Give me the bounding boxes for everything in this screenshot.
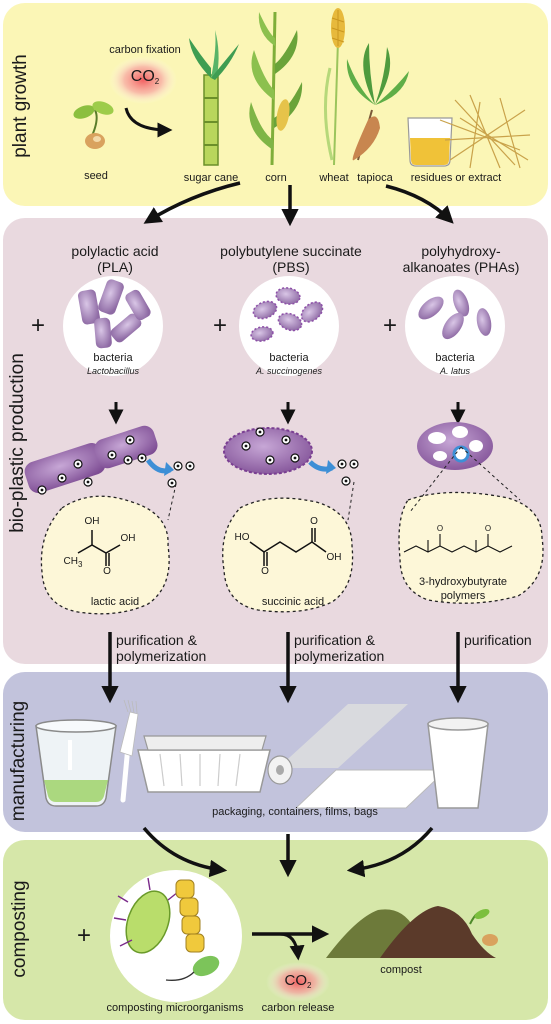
wheat-icon [324,8,345,166]
crop-label-residues: residues or extract [410,172,502,184]
seed-icon [73,101,114,149]
pbs-title-line1: polybutylene succinate [220,243,362,259]
hydroxybutyrate-label-line1: 3-hydroxybutyrate [418,576,508,588]
products-caption: packaging, containers, films, bags [212,806,378,818]
crop-label-corn: corn [265,172,287,184]
plus-sign-pla: + [30,312,45,339]
plus-sign-pha: + [382,312,397,339]
arrow-to-compost-right [346,826,434,878]
section-label-composting: composting [9,880,30,978]
section-label-manufacturing: manufacturing [8,700,29,822]
co2-glow [109,56,177,104]
pha-title-line1: polyhydroxy- [421,243,501,259]
pbs-step-line1: purification & [294,632,375,648]
lactobacillus-icon [77,279,151,349]
succinic-acid-label: succinic acid [261,596,325,608]
pha-step-line1: purification [464,632,532,648]
pla-step-line1: purification & [116,632,197,648]
pha-species-label: A. latus [439,366,470,376]
section-label-bio-plastic-production: bio-plastic production [7,353,28,533]
pla-title-line2: (PLA) [97,259,133,275]
arrow-to-pha [385,184,454,224]
lactic-acid-structure [77,530,121,566]
microorganisms-icon [113,877,220,981]
film-roll-icon [267,704,448,809]
sugar-cane-icon [189,30,239,166]
lactic-ch3: CH3 [62,556,84,569]
succinic-acid-structure [249,528,327,566]
residues-beaker-icon [407,94,531,169]
compost-co2-text: CO [284,972,308,989]
succinic-acid-blob [222,497,354,613]
pla-export-molecules [167,461,195,488]
lactic-ch-text: CH [63,556,78,567]
foam-cup-icon [427,717,489,809]
lactic-o-lower: O [103,566,111,577]
pha-bacteria-label: bacteria [435,352,475,364]
carbon-fixation-label: carbon fixation [109,44,181,56]
seed-label: seed [84,170,108,182]
succinic-o-upper: O [310,516,318,527]
pbs-title-line2: (PBS) [272,259,310,275]
lactic-oh-right: OH [120,533,136,544]
microorganisms-label: composting microorganisms [106,1002,244,1014]
pha-title-line2: alkanoates (PHAs) [402,259,520,275]
lactic-oh-upper: OH [84,516,100,527]
fork-icon [119,699,139,803]
composting-plus-sign: + [76,922,91,949]
hydroxybutyrate-label-line2: polymers [440,590,486,602]
phb-o-2: O [484,524,492,533]
section-label-plant-growth: plant growth [10,54,31,158]
co2-label: CO2 [120,68,170,86]
pbs-species-label: A. succinogenes [255,366,323,376]
corn-icon [249,11,303,166]
crop-label-tapioca: tapioca [357,172,393,184]
latus-cell [417,422,493,470]
phb-o-1: O [436,524,444,533]
container-tray-icon [137,735,271,793]
clear-cup-icon [35,719,117,807]
carbon-release-arrow [279,932,305,961]
pla-title-line1: polylactic acid [71,243,159,259]
succinic-oh: OH [326,552,342,563]
tapioca-icon [346,43,409,161]
compost-co2-subscript: 2 [307,981,312,990]
hydroxybutyrate-structure [403,534,513,553]
compost-pile-icon [326,906,498,958]
succinic-o-lower: O [261,566,269,577]
pla-species-label: Lactobacillus [86,366,140,376]
pbs-step-line2: polymerization [294,648,385,664]
compost-co2-label: CO2 [276,972,320,990]
compost-label: compost [380,964,422,976]
co2-subscript: 2 [154,77,160,86]
pla-step-line2: polymerization [116,648,207,664]
lactic-ch-sub: 3 [78,560,83,569]
succinic-ho: HO [234,532,250,543]
carbon-release-label: carbon release [261,1002,335,1014]
lactic-acid-label: lactic acid [90,596,140,608]
crop-label-wheat: wheat [319,172,349,184]
zoom-dashed-lines [167,446,521,521]
seed-to-cane-arrow [124,107,173,138]
pla-bacteria-label: bacteria [93,352,133,364]
compost-co2-glow [266,962,330,1002]
plus-sign-pbs: + [212,312,227,339]
hydroxybutyrate-blob [398,491,544,604]
crop-label-sugar-cane: sugar cane [183,172,239,184]
latus-icon [418,289,492,340]
co2-text: CO [130,68,155,85]
arrow-to-compost-left [142,826,228,878]
succinogenes-icon [250,287,324,342]
pbs-bacteria-label: bacteria [269,352,309,364]
arrow-to-pla [143,181,241,224]
succinogenes-cell [223,427,313,475]
lactobacillus-cell-chain [24,425,158,495]
